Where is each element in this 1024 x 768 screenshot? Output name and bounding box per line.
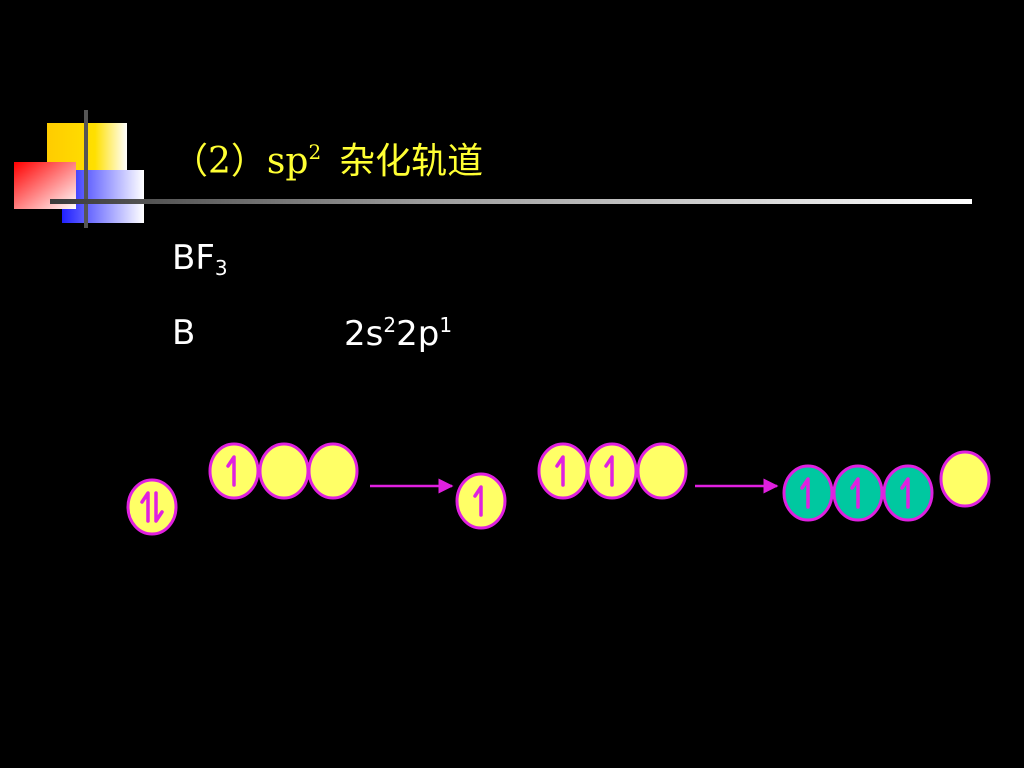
title-suffix: 杂化轨道 [339,141,484,182]
config-2p-superscript: 1 [439,313,453,337]
deco-vertical-bar [84,110,88,228]
electron-up [226,455,236,487]
title-superscript: 2 [308,140,322,164]
electron-up [800,477,810,509]
config-2s: 2s [344,314,384,354]
spin-up-arrow [140,491,150,523]
spin-up-arrow [473,485,483,517]
spin-up-arrow [226,455,236,487]
config-2p: 2p [396,314,440,354]
electron-pair-up-down [140,491,164,523]
unhybridized-p-orbital [939,450,991,508]
spin-down-arrow [154,491,164,523]
excited-state-p-orbitals [537,442,688,500]
slide-title: （2）sp2 杂化轨道 [172,132,483,184]
electron-configuration: 2s22p1 [344,313,452,354]
electron-up [900,477,910,509]
molecule-subscript: 3 [214,256,228,280]
spin-up-arrow [800,477,810,509]
molecule-formula: BF3 [172,238,228,280]
title-underline [50,199,972,204]
element-symbol: B [172,313,196,353]
electron-up [473,485,483,517]
sp2-hybrid-orbitals [782,464,934,522]
spin-up-arrow [555,455,565,487]
spin-up-arrow [900,477,910,509]
orbital-2p-ground-3 [307,442,359,500]
electron-up [850,477,860,509]
excited-state-s-orbital [455,472,507,530]
orbital-2p-excited-3 [636,442,688,500]
electron-up [555,455,565,487]
title-prefix: （2）sp [172,141,309,182]
spin-up-arrow [604,455,614,487]
orbital-2p-remaining [939,450,991,508]
orbital-2s-ground [126,478,178,536]
slide-corner-decoration [14,110,144,228]
ground-state-p-orbitals [208,442,359,500]
ground-state-s-orbital [126,478,178,536]
electron-up [604,455,614,487]
orbital-2p-ground-2 [258,442,310,500]
config-2s-superscript: 2 [383,313,397,337]
spin-up-arrow [850,477,860,509]
molecule-base: BF [172,238,215,278]
